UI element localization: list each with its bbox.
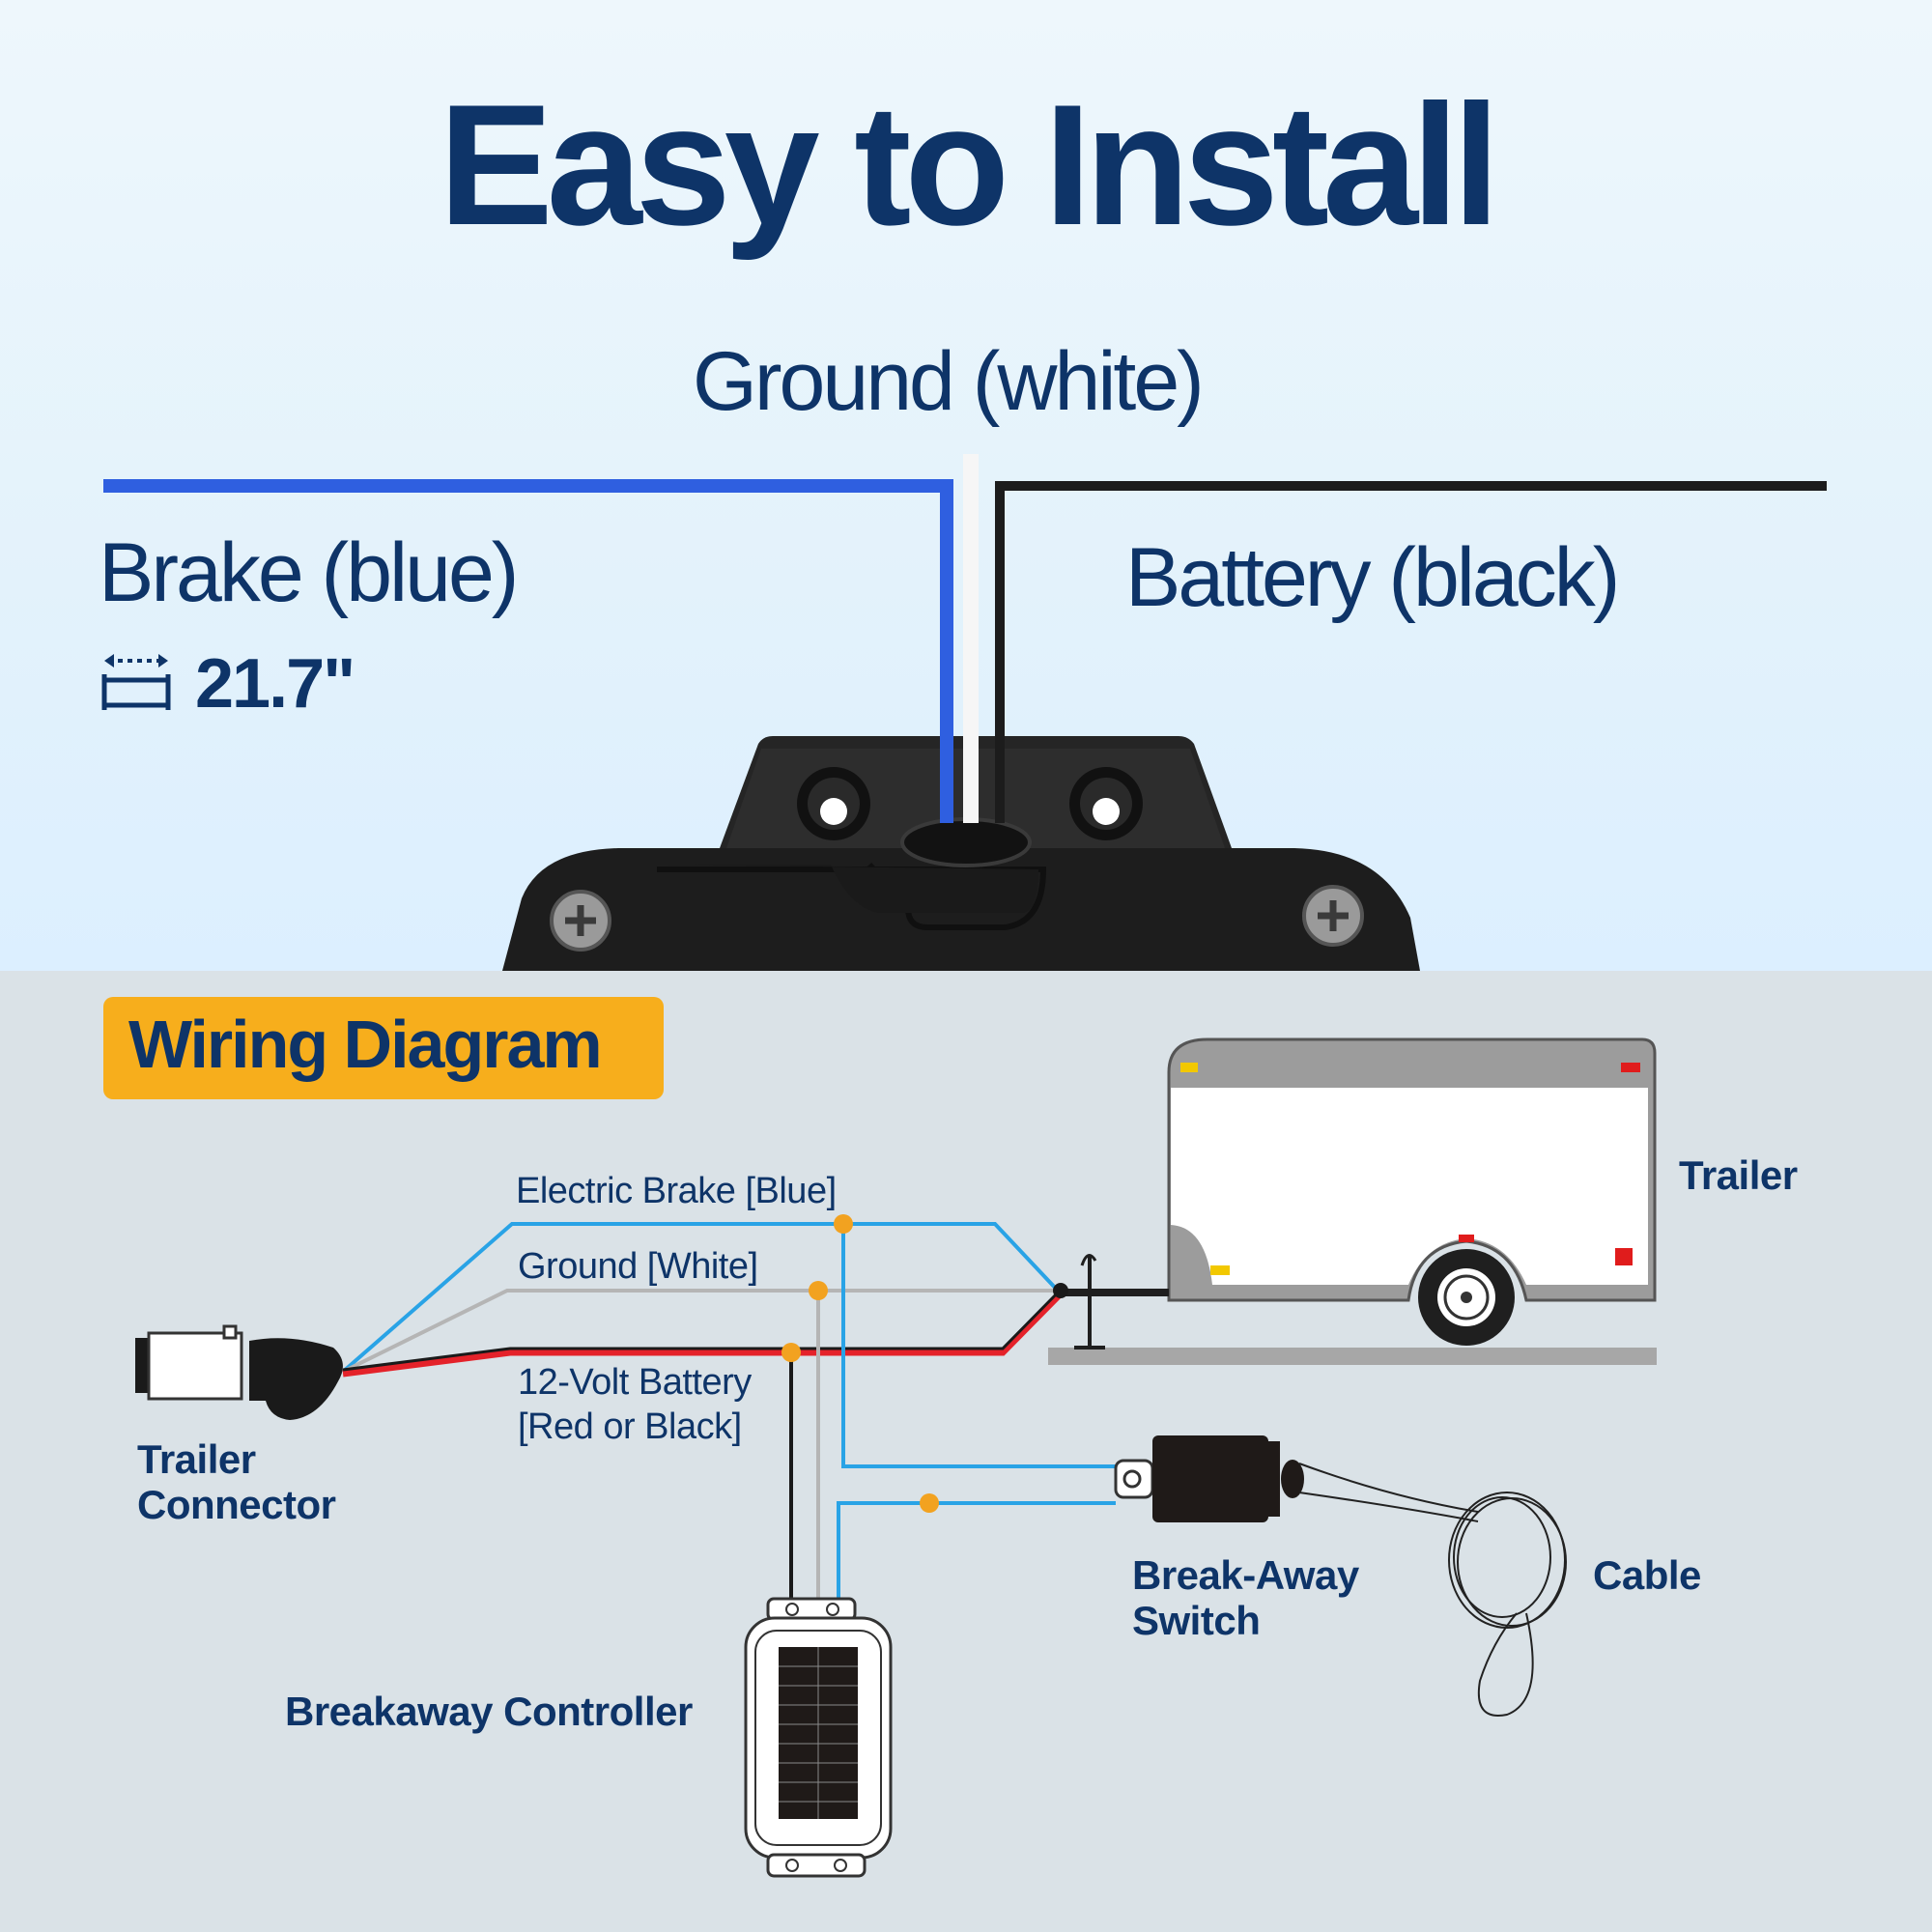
junction-dot-switch <box>920 1493 939 1513</box>
tongue-connection-point <box>1053 1283 1068 1298</box>
battery-wire <box>995 481 1827 823</box>
length-ruler-icon <box>101 654 171 710</box>
battery-label-line1: 12-Volt Battery <box>518 1362 752 1403</box>
wiring-diagram-badge: Wiring Diagram <box>103 997 664 1099</box>
junction-dot-battery <box>781 1343 801 1362</box>
road-line <box>1048 1348 1657 1365</box>
brake-drop <box>841 1224 1116 1468</box>
electric-brake-line <box>341 1222 1060 1374</box>
trailer-connector-label-line1: Trailer <box>137 1436 256 1482</box>
junction-dot-brake <box>834 1214 853 1234</box>
breakaway-switch-label-line1: Break-Away <box>1132 1552 1359 1598</box>
cable-label: Cable <box>1593 1552 1701 1598</box>
wiring-diagram <box>135 1037 1657 1878</box>
trailer-illustration <box>1063 1037 1657 1350</box>
wire-harness-illustration <box>101 479 1827 971</box>
battery-line-red <box>342 1292 1063 1378</box>
wire-runs <box>341 1222 1116 1599</box>
junction-dot-ground <box>809 1281 828 1300</box>
trailer-connector-plug <box>135 1324 343 1420</box>
ground-line <box>342 1289 1058 1374</box>
battery-wire-label: Battery (black) <box>1125 531 1620 624</box>
ground-wire-label: Ground (white) <box>693 335 1205 428</box>
battery-label-line2: [Red or Black] <box>518 1406 742 1447</box>
electric-brake-label: Electric Brake [Blue] <box>516 1171 837 1211</box>
breakaway-cable <box>1298 1463 1567 1717</box>
brake-wire-label: Brake (blue) <box>99 526 519 619</box>
trailer-connector-label-line2: Connector <box>137 1482 336 1527</box>
breakaway-switch-label-line2: Switch <box>1132 1598 1261 1643</box>
breakaway-controller-label: Breakaway Controller <box>285 1689 693 1734</box>
install-hero-section: Easy to Install <box>0 0 1932 971</box>
switch-return <box>837 1501 1116 1599</box>
trailer-label: Trailer <box>1679 1152 1798 1198</box>
breakaway-controller-illustration <box>744 1597 893 1878</box>
brake-wire <box>103 479 953 823</box>
wiring-diagram-section: Wiring Diagram Electric Brake [Blue] Gro… <box>0 971 1932 1932</box>
headline: Easy to Install <box>439 69 1500 261</box>
wiring-diagram-title: Wiring Diagram <box>128 1007 603 1082</box>
ground-label: Ground [White] <box>518 1246 758 1287</box>
cable-grommet <box>900 817 1032 867</box>
breakaway-switch <box>1114 1435 1304 1522</box>
wire-length-value: 21.7" <box>195 645 355 723</box>
